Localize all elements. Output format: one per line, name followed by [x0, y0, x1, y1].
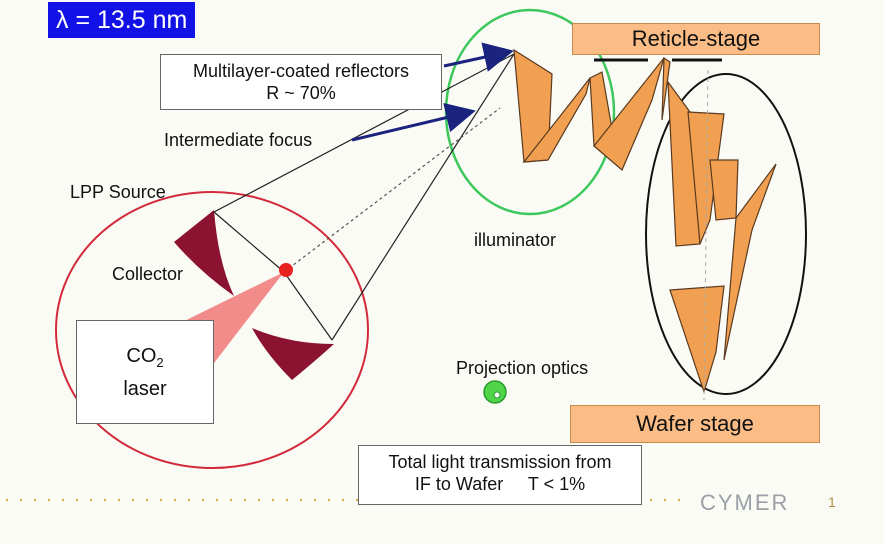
reticle-stage-label: Reticle-stage — [572, 23, 820, 55]
projection-optics-label: Projection optics — [456, 358, 589, 378]
focus-arrow — [351, 102, 476, 142]
cursor-dot — [483, 380, 507, 404]
transmission-line1: Total light transmission from — [388, 452, 612, 472]
reflectors-line2: R ~ 70% — [266, 83, 336, 103]
collector-mirror-upper — [174, 210, 234, 296]
co2-laser-box: CO2 laser — [76, 320, 214, 424]
cursor-dot-center — [493, 391, 501, 399]
collector-label: Collector — [112, 264, 184, 284]
optical-axis — [703, 69, 709, 401]
source-circle — [55, 191, 369, 469]
wavelength-label: λ = 13.5 nm — [48, 2, 196, 38]
reflectors-line1: Multilayer-coated reflectors — [192, 61, 410, 81]
page-number: 1 — [828, 494, 836, 510]
laser-line2: laser — [123, 378, 167, 400]
lpp-source-label: LPP Source — [70, 182, 166, 202]
laser-line1: CO2 — [126, 345, 164, 370]
plasma-point — [279, 263, 293, 277]
wafer-stage-label: Wafer stage — [570, 405, 820, 443]
transmission-line2: IF to Wafer T < 1% — [414, 474, 586, 494]
projection-ellipse — [645, 73, 807, 395]
source-rays — [213, 53, 515, 341]
illuminator-mirrors — [513, 48, 671, 171]
illuminator-label: illuminator — [474, 230, 557, 250]
reflectors-callout: Multilayer-coated reflectors R ~ 70% — [160, 54, 442, 110]
transmission-callout: Total light transmission from IF to Wafe… — [358, 445, 642, 505]
reflector-arrow — [443, 42, 514, 72]
collector-mirror-lower — [252, 328, 334, 380]
cymer-logo: CYMER — [700, 490, 790, 515]
projection-mirrors — [667, 80, 777, 394]
intermediate-focus-label: Intermediate focus — [164, 130, 313, 150]
